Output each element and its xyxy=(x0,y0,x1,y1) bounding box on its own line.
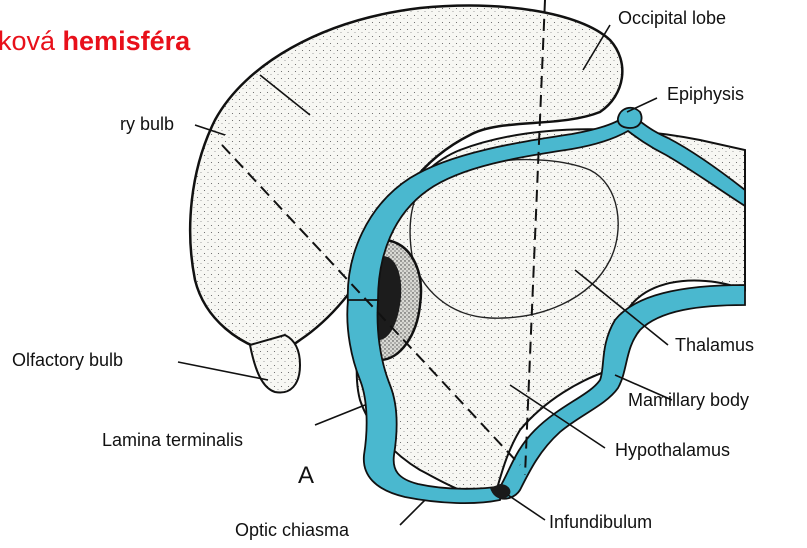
label-mamillary-body: Mamillary body xyxy=(628,390,749,411)
label-occipital-lobe: Occipital lobe xyxy=(618,8,726,29)
label-lamina-terminalis: Lamina terminalis xyxy=(102,430,243,451)
diagram-title: ková hemisféra xyxy=(0,26,190,57)
label-thalamus: Thalamus xyxy=(675,335,754,356)
title-prefix: ková xyxy=(0,26,63,56)
label-epiphysis: Epiphysis xyxy=(667,84,744,105)
label-olfactory-bulb: Olfactory bulb xyxy=(12,350,123,371)
label-ry-bulb: ry bulb xyxy=(120,114,174,135)
label-optic-chiasma: Optic chiasma xyxy=(235,520,349,541)
title-bold: hemisféra xyxy=(63,26,191,56)
label-hypothalamus: Hypothalamus xyxy=(615,440,730,461)
panel-letter: A xyxy=(298,462,314,490)
label-infundibulum: Infundibulum xyxy=(549,512,652,533)
olfactory-bulb-shape xyxy=(250,335,300,393)
